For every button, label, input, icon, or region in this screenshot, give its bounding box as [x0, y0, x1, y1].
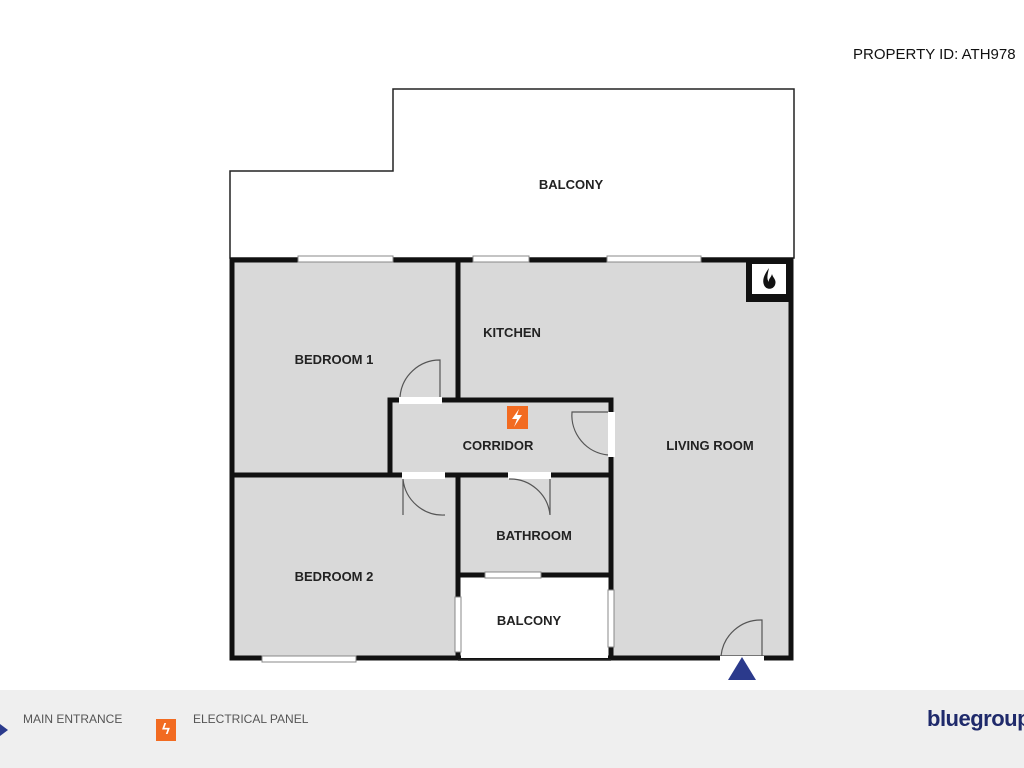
room-label-living-room: LIVING ROOM — [666, 438, 753, 453]
fireplace-icon — [746, 260, 791, 302]
legend-electrical-panel: ELECTRICAL PANEL — [193, 712, 309, 726]
room-label-balcony-small: BALCONY — [497, 613, 562, 628]
electrical-panel-legend-icon: ϟ — [156, 719, 176, 741]
floor-plan: BALCONY KITCHEN BEDROOM 1 CORRIDOR LIVIN… — [229, 88, 795, 680]
room-label-bedroom1: BEDROOM 1 — [295, 352, 374, 367]
legend-main-entrance: MAIN ENTRANCE — [23, 712, 123, 726]
windows — [261, 255, 702, 663]
room-label-corridor: CORRIDOR — [463, 438, 534, 453]
room-label-kitchen: KITCHEN — [483, 325, 541, 340]
room-label-balcony: BALCONY — [539, 177, 604, 192]
room-label-bedroom2: BEDROOM 2 — [295, 569, 374, 584]
main-entrance-icon — [728, 657, 756, 680]
legend-footer: MAIN ENTRANCE ϟ ELECTRICAL PANEL bluegro… — [0, 690, 1024, 768]
bedroom2-area — [230, 475, 458, 660]
electrical-panel-icon — [507, 406, 528, 429]
main-entrance-legend-icon — [0, 724, 8, 736]
balcony-top-outline — [229, 88, 795, 259]
brand-logo: bluegroup — [927, 706, 1024, 731]
room-label-bathroom: BATHROOM — [496, 528, 572, 543]
property-id: PROPERTY ID: ATH978 — [853, 46, 1016, 63]
bedroom1-area — [230, 258, 458, 475]
